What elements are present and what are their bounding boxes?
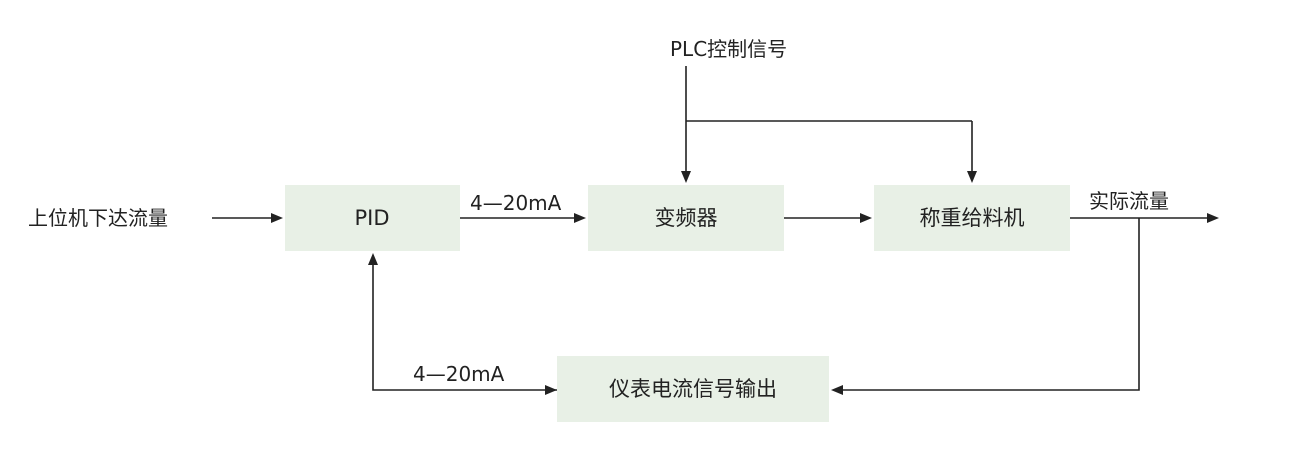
- actual-flow-label: 实际流量: [1089, 189, 1169, 213]
- node-feeder: 称重给料机: [874, 185, 1070, 251]
- edge-meter-output-to-pid: [368, 253, 557, 395]
- node-meter-output-label: 仪表电流信号输出: [609, 377, 777, 401]
- feedback-current-label: 4—20mA: [413, 362, 505, 386]
- node-meter-output: 仪表电流信号输出: [557, 356, 829, 422]
- edge-feeder-to-output: [1070, 213, 1219, 223]
- node-inverter-box: [588, 185, 784, 251]
- setpoint-input-label: 上位机下达流量: [28, 206, 168, 230]
- edge-inverter-to-feeder: [784, 213, 872, 223]
- edge-setpoint-to-pid: [212, 213, 283, 223]
- pid-to-inverter-current-label: 4—20mA: [470, 191, 562, 215]
- plc-signal-label: PLC控制信号: [670, 37, 787, 61]
- node-feeder-box: [874, 185, 1070, 251]
- node-inverter-label: 变频器: [655, 206, 718, 230]
- edge-actual-flow-to-meter-output: [831, 218, 1140, 395]
- node-meter-output-box: [557, 356, 829, 422]
- node-pid-label: PID: [354, 206, 389, 230]
- edge-pid-to-inverter: [460, 213, 586, 223]
- node-feeder-label: 称重给料机: [920, 206, 1025, 230]
- node-pid: PID: [285, 185, 460, 251]
- edge-plc-to-inverter-and-feeder: [681, 66, 977, 183]
- node-pid-box: [285, 185, 460, 251]
- node-inverter: 变频器: [588, 185, 784, 251]
